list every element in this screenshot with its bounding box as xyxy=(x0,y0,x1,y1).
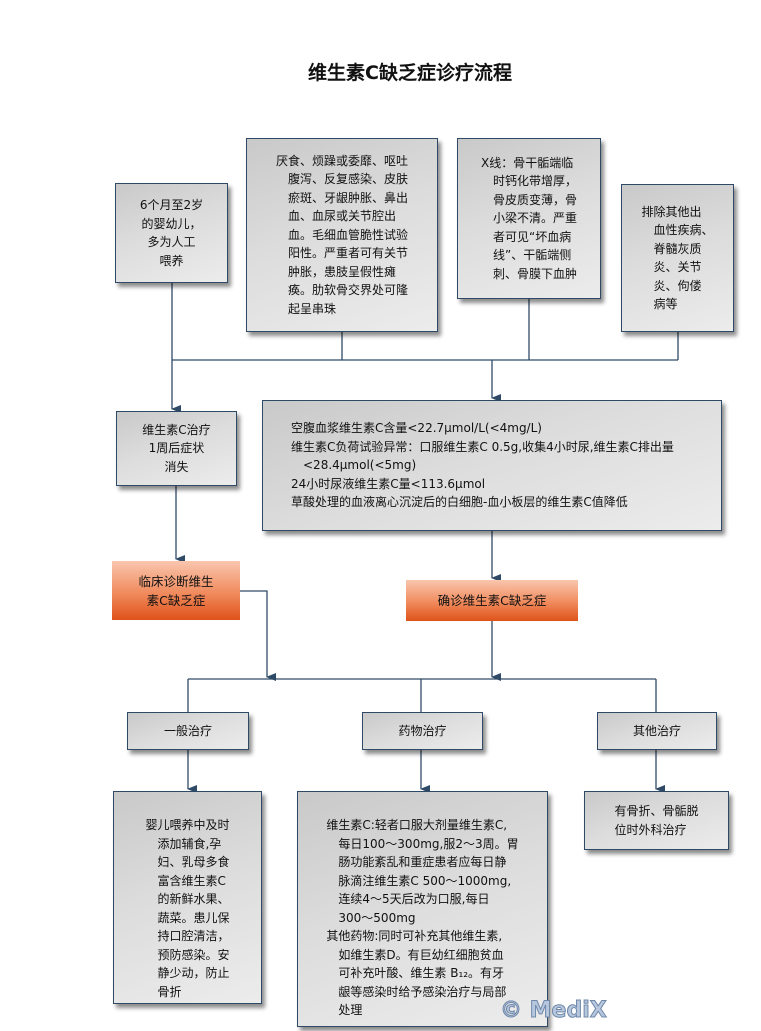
population-box: 6个月至2岁 的婴幼儿， 多为人工 喂养 xyxy=(115,183,228,283)
clinical-diagnosis-box: 临床诊断维生 素C缺乏症 xyxy=(112,561,240,620)
general-text: 一般治疗 xyxy=(163,723,212,738)
page-title: 维生素C缺乏症诊疗流程 xyxy=(308,62,512,84)
labs-text: 空腹血浆维生素C含量<22.7μmol/L(<4mg/L) 维生素C负荷试验异常… xyxy=(291,421,674,510)
drug-treatment-box: 药物治疗 xyxy=(362,712,483,750)
general-detail-text: 婴儿喂养中及时 添加辅食,孕 妇、乳母多食 富含维生素C 的新鲜水果、 蔬菜。患… xyxy=(145,818,230,999)
xray-text: X线：骨干骺端临 时钙化带增厚， 骨皮质变薄，骨 小梁不清。严重 者可见“坏血病… xyxy=(480,155,577,281)
other-detail-text: 有骨折、骨骺脱 位时外科治疗 xyxy=(614,804,699,837)
other-detail-box: 有骨折、骨骺脱 位时外科治疗 xyxy=(584,791,729,850)
confirmed-diagnosis-box: 确诊维生素C缺乏症 xyxy=(406,580,578,621)
trial-box: 维生素C治疗 1周后症状 消失 xyxy=(116,411,237,486)
drug-detail-text: 维生素C:轻者口服大剂量维生素C, 每日100～300mg,服2～3周。胃 肠功… xyxy=(326,818,519,1017)
other-text: 其他治疗 xyxy=(632,723,681,738)
symptoms-box: 厌食、烦躁或委靡、呕吐 腹泻、反复感染、皮肤 瘀斑、牙龈肿胀、鼻出 血、血尿或关… xyxy=(246,138,438,332)
symptoms-text: 厌食、烦躁或委靡、呕吐 腹泻、反复感染、皮肤 瘀斑、牙龈肿胀、鼻出 血、血尿或关… xyxy=(275,153,408,316)
exclude-text: 排除其他出 血性疾病、 脊髓灰质 炎、关节 炎、佝偻 病等 xyxy=(641,204,714,312)
exclude-box: 排除其他出 血性疾病、 脊髓灰质 炎、关节 炎、佝偻 病等 xyxy=(621,184,734,332)
drug-text: 药物治疗 xyxy=(398,723,447,738)
general-treatment-box: 一般治疗 xyxy=(127,712,249,750)
general-detail-box: 婴儿喂养中及时 添加辅食,孕 妇、乳母多食 富含维生素C 的新鲜水果、 蔬菜。患… xyxy=(113,791,262,1004)
watermark: © MediX xyxy=(500,998,608,1024)
population-text: 6个月至2岁 的婴幼儿， 多为人工 喂养 xyxy=(139,198,204,268)
drug-detail-box: 维生素C:轻者口服大剂量维生素C, 每日100～300mg,服2～3周。胃 肠功… xyxy=(297,791,548,1027)
trial-text: 维生素C治疗 1周后症状 消失 xyxy=(142,422,211,474)
labs-box: 空腹血浆维生素C含量<22.7μmol/L(<4mg/L) 维生素C负荷试验异常… xyxy=(262,400,722,531)
xray-box: X线：骨干骺端临 时钙化带增厚， 骨皮质变薄，骨 小梁不清。严重 者可见“坏血病… xyxy=(457,138,601,299)
other-treatment-box: 其他治疗 xyxy=(597,712,717,750)
